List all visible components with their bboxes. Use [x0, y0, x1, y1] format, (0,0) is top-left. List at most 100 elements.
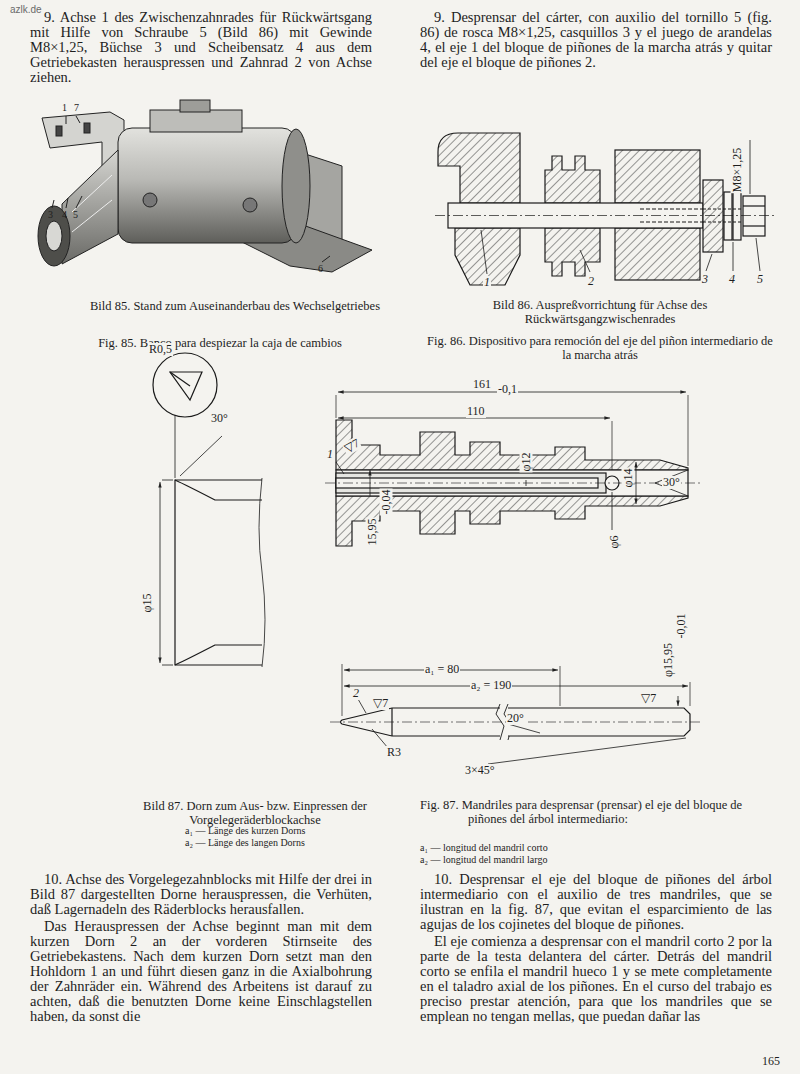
body-paragraph: El eje comienza a desprensar con el mand…	[420, 934, 772, 1024]
press-tool-section-part	[733, 242, 734, 271]
callout-number: 5	[73, 209, 78, 220]
mandrel-drawing	[153, 353, 700, 764]
body-paragraph: 10. Desprensar el eje del bloque de piño…	[420, 872, 772, 932]
dimension-label: φ14	[622, 468, 635, 489]
mandrel-drawing-part	[344, 686, 688, 687]
dimension-label: a₂ = 190	[470, 679, 512, 692]
mandrel-drawing-part	[370, 470, 371, 496]
watermark: azlk.de	[10, 4, 42, 15]
body-paragraph: 10. Achse des Vorgelegezahnblocks mit Hi…	[30, 872, 372, 917]
mandrel-drawing-part	[688, 395, 689, 466]
press-tool-section-part	[743, 196, 765, 236]
figure-caption: Fig. 87. Mandriles para desprensar (pren…	[420, 799, 760, 826]
mandrel-drawing-part	[612, 421, 613, 470]
gearbox-stand-illustration	[38, 100, 372, 272]
callout-number: 4	[62, 209, 67, 220]
mandrel-drawing-part	[180, 436, 222, 476]
body-paragraph: 9. Achse 1 des Zwischenzahnrades für Rüc…	[30, 10, 372, 85]
gearbox-stand-illustration-part	[62, 150, 118, 264]
callout-number: 2	[587, 275, 595, 288]
mandrel-drawing-part	[336, 420, 688, 470]
press-tool-section-part	[545, 228, 600, 276]
gearbox-stand-illustration-part	[46, 221, 62, 251]
mandrel-drawing-part	[690, 682, 691, 706]
legend-note: a₂ — longitud del mandril largo	[420, 854, 547, 865]
figure-caption: Fig. 85. Banco para despiezar la caja de…	[60, 336, 380, 350]
mandrel-drawing-part	[636, 462, 637, 504]
press-tool-section-part	[640, 221, 703, 222]
tolerance-label: -0,1	[497, 383, 518, 396]
mandrel-drawing-part	[175, 480, 262, 500]
mandrel-drawing-part	[162, 480, 173, 481]
callout-number: 1	[326, 448, 334, 461]
page-number: 165	[762, 1054, 780, 1069]
gearbox-stand-illustration-part	[243, 198, 257, 212]
legend-note: a₁ — Länge des kurzen Dorns	[185, 825, 305, 836]
dimension-label: 3×45°	[464, 764, 496, 777]
dimension-label: φ12	[520, 452, 533, 473]
mandrel-drawing-part	[170, 372, 202, 400]
press-tool-section-part	[733, 192, 741, 240]
callout-number: 2	[352, 687, 360, 700]
press-tool-section-part	[435, 215, 775, 216]
gearbox-stand-illustration-part	[52, 200, 54, 208]
callout-number: 7	[74, 102, 79, 113]
press-tool-section-part	[703, 221, 743, 222]
gearbox-stand-illustration-part	[84, 123, 90, 133]
gearbox-stand-illustration-part	[282, 129, 310, 243]
press-tool-section-part	[703, 180, 723, 252]
press-tool-section-part	[724, 192, 732, 240]
dimension-label: φ15	[141, 593, 154, 614]
mandrel-drawing-part	[342, 664, 343, 716]
dimension-label: 30°	[662, 476, 681, 489]
press-tool-section-part	[481, 230, 487, 274]
mandrel-drawing-part	[175, 480, 262, 665]
figure-caption: Bild 86. Auspreßvorrichtung für Achse de…	[425, 298, 775, 326]
mandrel-drawing-part	[160, 482, 161, 663]
mandrel-drawing-part	[259, 478, 265, 667]
press-tool-section-part	[756, 238, 760, 271]
dimension-label: φ15,95	[662, 642, 675, 678]
mandrel-drawing-part	[358, 699, 366, 713]
gearbox-stand-illustration-part	[66, 198, 68, 208]
mandrel-drawing-part	[336, 395, 337, 418]
gearbox-stand-illustration-part	[150, 110, 242, 132]
body-paragraph: Das Herauspressen der Achse beginnt man …	[30, 919, 372, 1024]
mandrel-drawing-part	[325, 483, 700, 484]
tolerance-label: -0,04	[380, 489, 393, 516]
gearbox-stand-illustration-part	[143, 193, 157, 207]
callout-number: 3	[701, 273, 709, 286]
press-tool-section-part	[743, 225, 765, 226]
mandrel-drawing-part	[488, 738, 686, 764]
press-tool-section-part	[615, 228, 700, 280]
mandrel-drawing-part	[175, 415, 176, 478]
press-tool-section-part	[743, 205, 765, 206]
press-tool-section-part	[580, 250, 590, 272]
body-paragraph: 9. Desprensar del cárter, con auxilio de…	[420, 10, 772, 70]
gearbox-stand-illustration-part	[56, 126, 62, 136]
gearbox-stand-illustration-part	[72, 175, 112, 212]
surface-finish: ▽7	[640, 692, 657, 705]
mandrel-drawing-part	[508, 724, 540, 733]
mandrel-drawing-part	[170, 372, 190, 386]
figure-caption: Fig. 86. Dispositivo para remoción del e…	[425, 334, 775, 362]
gearbox-stand-illustration-part	[322, 256, 330, 262]
gearbox-stand-illustration-part	[76, 196, 82, 208]
tolerance-label: -0,01	[675, 613, 688, 640]
surface-finish: ▽7	[372, 697, 389, 710]
press-tool-section-part	[706, 254, 712, 271]
callout-number: 1	[483, 276, 491, 289]
callout-number: 5	[756, 273, 764, 286]
thread-dimension: M8×1,25	[731, 147, 744, 193]
dimension-label: 20°	[506, 712, 525, 725]
dimension-label: a₁ = 80	[424, 663, 460, 676]
dimension-label: 110	[466, 405, 486, 418]
press-tool-section-part	[750, 140, 751, 194]
gearbox-stand-illustration-part	[38, 206, 70, 266]
callout-number: 3	[48, 209, 53, 220]
mandrel-drawing-part	[526, 480, 527, 486]
mandrel-drawing-part	[175, 645, 262, 665]
press-tool-section-part	[615, 150, 700, 203]
gearbox-stand-illustration-part	[76, 116, 80, 123]
dimension-label: 161	[472, 378, 492, 391]
